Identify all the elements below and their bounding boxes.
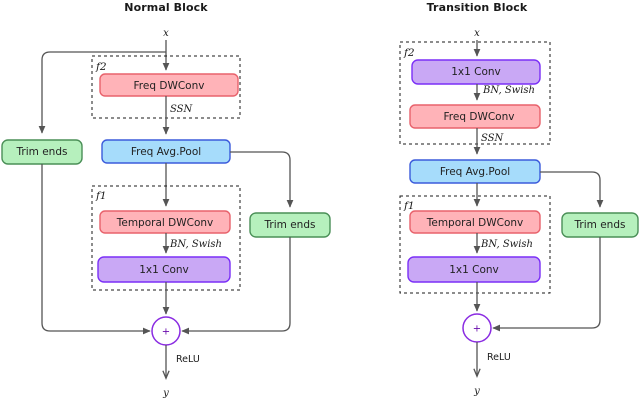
panel-title-normal: Normal Block [124, 1, 208, 14]
normal-node-freq-dwconv[interactable] [99, 73, 239, 97]
transition-sum-symbol: + [473, 324, 481, 335]
normal-output-label: y [162, 388, 169, 399]
transition-node-conv-1x1-bottom-label: 1x1 Conv [449, 264, 499, 276]
transition-edge-label-ssn: SSN [481, 133, 505, 144]
transition-group-f2-box [399, 41, 551, 145]
transition-output-label: y [473, 386, 480, 397]
normal-group-f1-label: f1 [95, 190, 107, 202]
normal-edge-pool-to-trim-right [230, 151, 294, 208]
transition-node-temporal-dwconv[interactable] [409, 210, 541, 234]
normal-input-label: x [163, 28, 169, 39]
transition-group-f1-box [399, 195, 551, 294]
panel-title-transition: Transition Block [427, 1, 528, 14]
transition-group-f2-label: f2 [403, 47, 415, 59]
transition-group-f1-label: f1 [403, 200, 415, 212]
transition-edge-trim-to-sum [492, 237, 601, 332]
normal-sum-symbol: + [162, 327, 170, 338]
normal-node-trim-ends-right-label: Trim ends [264, 219, 316, 231]
transition-input-label: x [474, 28, 480, 39]
normal-node-conv-1x1[interactable] [97, 256, 231, 283]
normal-node-freq-avg-pool-label: Freq Avg.Pool [131, 146, 201, 158]
normal-edge-trim-left-to-sum [41, 164, 151, 335]
transition-node-freq-avg-pool-label: Freq Avg.Pool [440, 166, 510, 178]
normal-edge-skip-to-trim-left [38, 51, 166, 134]
transition-node-temporal-dwconv-label: Temporal DWConv [426, 217, 524, 229]
normal-edge-trim-right-to-sum [181, 237, 291, 335]
normal-edge-label-ssn: SSN [170, 104, 194, 115]
normal-node-freq-dwconv-label: Freq DWConv [134, 80, 205, 92]
normal-node-temporal-dwconv-label: Temporal DWConv [116, 217, 214, 229]
normal-node-conv-1x1-label: 1x1 Conv [139, 264, 189, 276]
transition-edge-label-relu: ReLU [487, 352, 511, 363]
transition-node-conv-1x1-top-label: 1x1 Conv [451, 66, 501, 78]
transition-node-trim-ends-label: Trim ends [574, 219, 626, 231]
transition-edge-pool-to-trim [540, 171, 604, 208]
transition-node-freq-dwconv[interactable] [409, 104, 541, 129]
transition-node-freq-dwconv-label: Freq DWConv [444, 111, 515, 123]
normal-node-temporal-dwconv[interactable] [99, 210, 231, 234]
transition-edge-label-bn-swish-top: BN, Swish [482, 85, 535, 96]
normal-edge-label-relu: ReLU [176, 354, 200, 365]
transition-edge-label-bn-swish-bottom: BN, Swish [480, 239, 533, 250]
transition-node-conv-1x1-top[interactable] [411, 59, 541, 85]
normal-node-trim-ends-left-label: Trim ends [16, 146, 68, 158]
normal-edge-label-bn-swish: BN, Swish [169, 239, 222, 250]
normal-group-f2-label: f2 [95, 61, 107, 73]
transition-node-conv-1x1-bottom[interactable] [407, 256, 541, 283]
